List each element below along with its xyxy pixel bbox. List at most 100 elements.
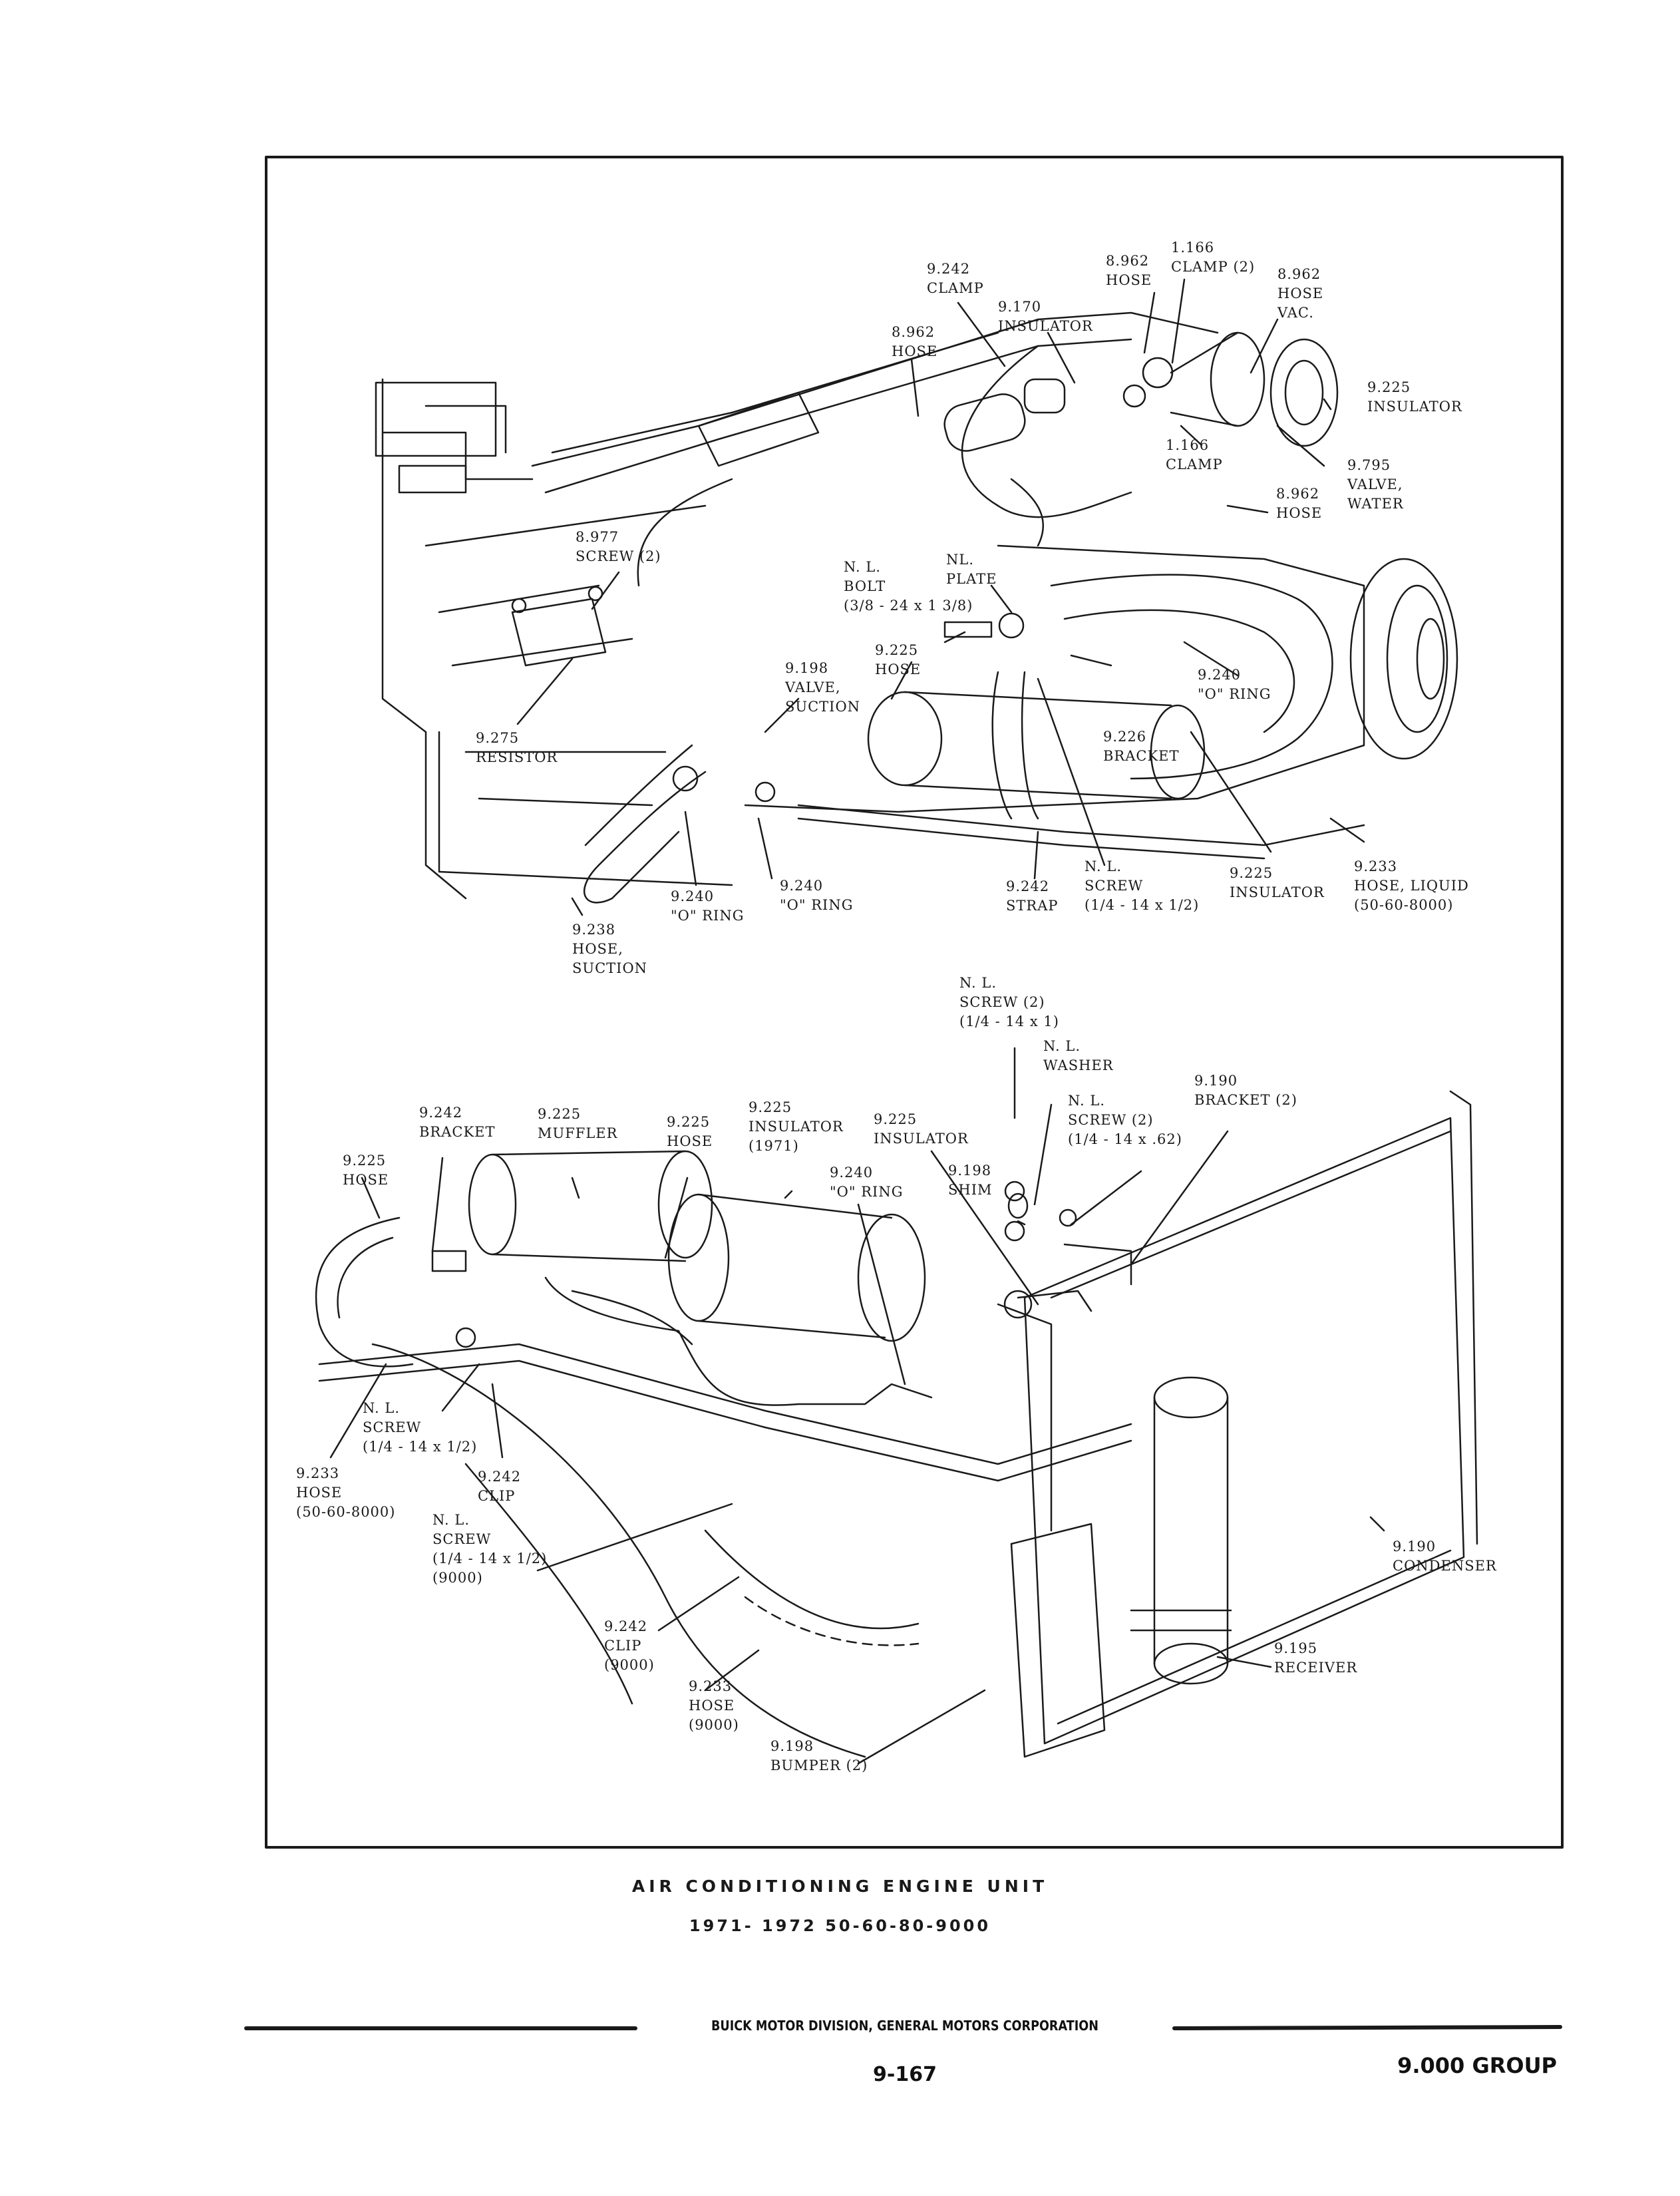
label-line: 9.198: [785, 660, 829, 676]
label-line: 8.962: [892, 324, 935, 340]
label-line: 1.166: [1171, 240, 1215, 256]
label-line: (1/4 - 14 x 1): [959, 1013, 1059, 1029]
label-line: N. L.: [844, 559, 882, 575]
label-line: RESISTOR: [476, 749, 558, 765]
label-line: HOSE: [343, 1172, 389, 1188]
label-line: 8.977: [576, 529, 619, 545]
label-line: SCREW: [363, 1419, 422, 1435]
label-line: 9.170: [998, 299, 1042, 315]
label-nl-screw-62: N. L.SCREW (2)(1/4 - 14 x .62): [1068, 1091, 1182, 1149]
label-line: CLIP: [604, 1638, 642, 1654]
label-line: (9000): [432, 1570, 483, 1586]
label-line: 8.962: [1106, 253, 1150, 269]
label-line: BUMPER (2): [770, 1757, 868, 1773]
label-line: CLAMP (2): [1171, 259, 1256, 275]
label-line: 9.225: [874, 1111, 918, 1127]
label-line: CLIP: [478, 1488, 516, 1504]
label-line: SUCTION: [572, 960, 648, 976]
label-line: INSULATOR: [1367, 399, 1462, 415]
label-line: HOSE: [689, 1698, 735, 1714]
label-nl-plate: NL.PLATE: [946, 550, 997, 589]
footer-page-number: 9-167: [873, 2063, 937, 2086]
label-line: 9.225: [343, 1153, 387, 1169]
label-nl-screw-9000: N. L.SCREW(1/4 - 14 x 1/2)(9000): [432, 1511, 547, 1588]
label-line: STRAP: [1006, 898, 1059, 914]
label-oring-9240-b: 9.240 "O" RING: [671, 887, 744, 926]
label-line: (50-60-8000): [1354, 897, 1454, 913]
label-line: WATER: [1347, 496, 1404, 512]
label-oring-bot: 9.240"O" RING: [830, 1163, 903, 1202]
label-line: 9.795: [1347, 457, 1391, 473]
label-line: SCREW (2): [576, 548, 661, 564]
label-line: 9.242: [927, 261, 971, 277]
label-line: (1/4 - 14 x 1/2): [363, 1439, 478, 1455]
label-line: 9.225: [749, 1099, 792, 1115]
label-line: BOLT: [844, 578, 886, 594]
caption-subtitle: 1971- 1972 50-60-80-9000: [689, 1917, 991, 1935]
label-line: SCREW (2): [1068, 1112, 1154, 1128]
label-line: 9.240: [671, 888, 715, 904]
label-line: CONDENSER: [1393, 1558, 1497, 1574]
label-line: BRACKET: [419, 1124, 496, 1140]
label-oring-9240-a: 9.240"O" RING: [1198, 665, 1271, 704]
label-line: HOSE: [1106, 272, 1152, 288]
label-line: (9000): [689, 1717, 739, 1733]
label-line: CLAMP: [1166, 457, 1223, 472]
label-line: HOSE: [667, 1133, 713, 1149]
label-line: N. L.: [432, 1512, 470, 1528]
label-line: 9.198: [948, 1163, 992, 1179]
label-nl-washer: N. L.WASHER: [1043, 1037, 1114, 1075]
label-line: (3/8 - 24 x 1 3/8): [844, 598, 973, 614]
label-line: HOSE: [1277, 285, 1324, 301]
label-line: (50-60-8000): [296, 1504, 396, 1520]
label-line: 9.240: [1198, 667, 1242, 683]
footer-rule-right: [1172, 2025, 1562, 2030]
label-line: (1971): [749, 1138, 799, 1154]
label-line: SCREW: [432, 1531, 492, 1547]
label-nl-screw-2: N. L.SCREW (2)(1/4 - 14 x 1): [959, 974, 1059, 1031]
label-line: 9.240: [780, 878, 824, 894]
label-line: HOSE: [875, 661, 922, 677]
top-leader-lines: [516, 278, 1365, 916]
label-line: 9.226: [1103, 729, 1147, 745]
top-assembly-illustration: [375, 311, 1458, 904]
label-line: INSULATOR: [1230, 884, 1325, 900]
label-line: 9.225: [667, 1114, 711, 1130]
label-line: 9.238: [572, 922, 616, 938]
label-line: 9.242: [604, 1618, 648, 1634]
label-line: SCREW (2): [959, 994, 1045, 1010]
label-line: NL.: [946, 552, 974, 568]
diagram-frame: [265, 156, 1564, 1849]
label-line: N. L.: [1043, 1038, 1081, 1054]
label-line: INSULATOR: [874, 1131, 969, 1147]
label-line: VALVE,: [785, 679, 841, 695]
label-line: HOSE: [296, 1485, 343, 1501]
label-line: "O" RING: [830, 1184, 904, 1200]
label-line: (1/4 - 14 x .62): [1068, 1131, 1182, 1147]
label-line: (1/4 - 14 x 1/2): [1085, 897, 1200, 913]
label-nl-bolt: N. L. BOLT (3/8 - 24 x 1 3/8): [844, 558, 973, 616]
label-line: SHIM: [948, 1182, 993, 1198]
label-line: VALVE,: [1347, 476, 1403, 492]
label-oring-9240-c: 9.240"O" RING: [780, 876, 853, 915]
label-line: CLAMP: [927, 280, 984, 296]
label-nl-screw: N. L.SCREW(1/4 - 14 x 1/2): [1085, 857, 1199, 915]
label-line: "O" RING: [671, 908, 745, 924]
